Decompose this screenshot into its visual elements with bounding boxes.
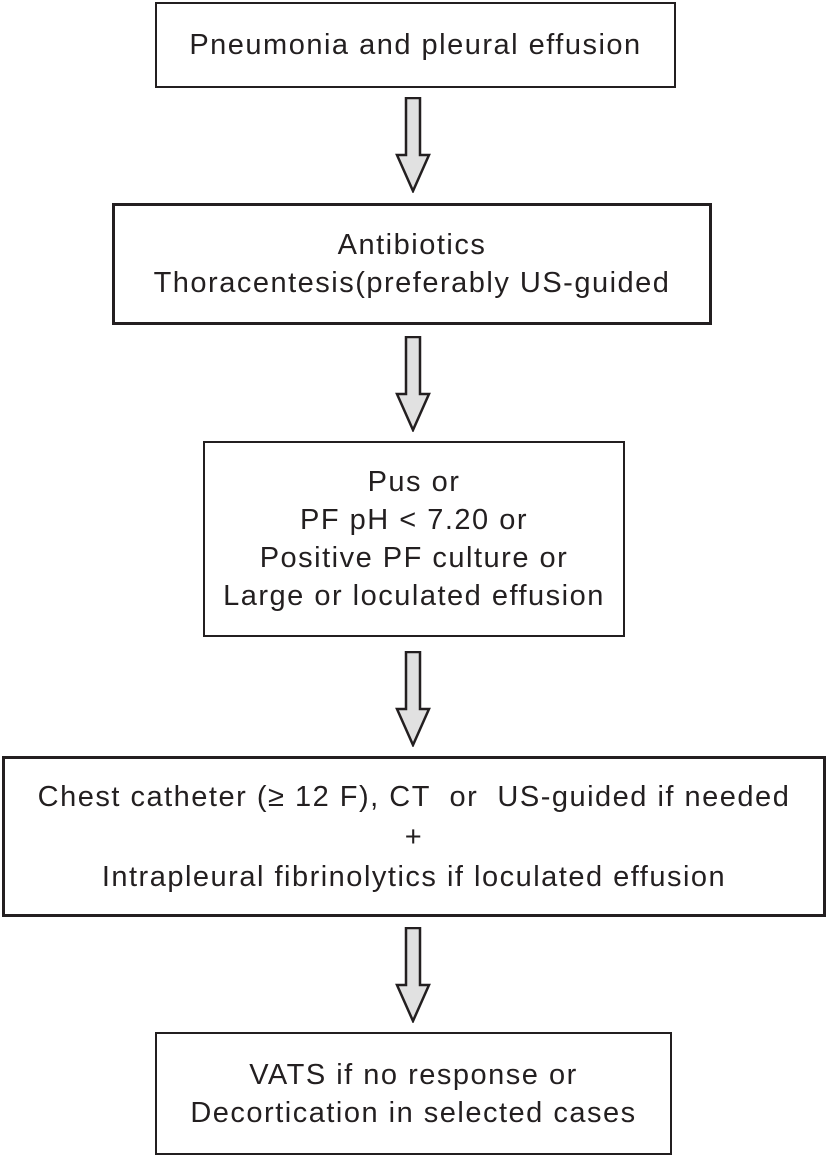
down-arrow-icon bbox=[395, 97, 431, 193]
flow-node-text-line: Chest catheter (≥ 12 F), CT or US-guided… bbox=[37, 780, 791, 813]
down-arrow-shape bbox=[395, 927, 431, 1023]
flow-node-text-line: VATS if no response or bbox=[249, 1058, 578, 1091]
flow-node-vats-decortication: VATS if no response or Decortication in … bbox=[155, 1032, 672, 1155]
flow-node-text-line: PF pH < 7.20 or bbox=[299, 504, 529, 536]
flow-node-text-line: Intrapleural fibrinolytics if loculated … bbox=[101, 860, 727, 893]
down-arrow-icon bbox=[395, 927, 431, 1023]
flow-node-text-line: Positive PF culture or bbox=[259, 542, 569, 574]
flow-node-drainage-indications: Pus or PF pH < 7.20 or Positive PF cultu… bbox=[203, 441, 625, 637]
flow-node-antibiotics-thoracentesis: Antibiotics Thoracentesis(preferably US-… bbox=[112, 203, 712, 325]
flow-node-text-line: Pneumonia and pleural effusion bbox=[189, 29, 642, 61]
down-arrow-icon bbox=[395, 336, 431, 432]
flow-node-pneumonia-pleural-effusion: Pneumonia and pleural effusion bbox=[155, 2, 676, 88]
down-arrow-shape bbox=[395, 336, 431, 432]
flow-node-text-line: Pus or bbox=[367, 466, 461, 498]
down-arrow-shape bbox=[395, 97, 431, 193]
flow-node-text-line: Antibiotics bbox=[337, 229, 487, 261]
flow-node-text-line: Thoracentesis(preferably US-guided bbox=[153, 267, 671, 299]
flow-node-text-line: Large or loculated effusion bbox=[223, 580, 605, 612]
flow-node-text-line: + bbox=[404, 820, 424, 853]
flow-node-text-line: Decortication in selected cases bbox=[190, 1096, 637, 1129]
down-arrow-shape bbox=[395, 651, 431, 747]
down-arrow-icon bbox=[395, 651, 431, 747]
flow-node-chest-catheter-fibrinolytics: Chest catheter (≥ 12 F), CT or US-guided… bbox=[2, 756, 826, 917]
